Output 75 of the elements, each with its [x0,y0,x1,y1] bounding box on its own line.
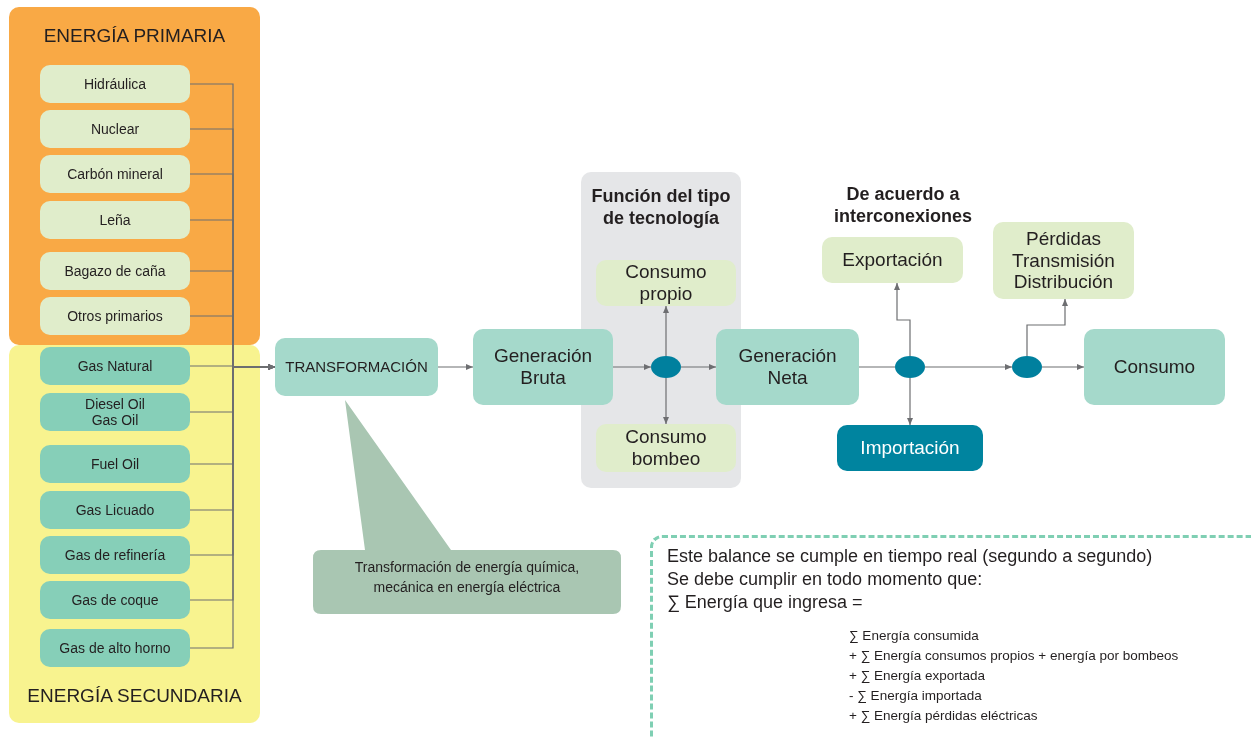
note-text: Este balance se cumple en tiempo real (segundo a segundo) [667,546,1153,567]
source-box [40,491,190,529]
process-box [716,329,859,405]
note-text: + ∑ Energía pérdidas eléctricas [849,708,1038,723]
node-label: TRANSFORMACIÓN [284,358,429,376]
node-label: Pérdidas Transmisión Distribución [1011,227,1116,294]
junction-ellipse [651,356,681,378]
node-label: Diesel Oil Gas Oil [84,395,146,429]
source-box [40,536,190,574]
process-box [993,222,1134,299]
node-label: Gas Licuado [74,501,156,519]
node-label: Hidráulica [82,75,148,93]
arrow [663,305,669,357]
note-box [650,535,1251,738]
arrow [680,364,717,370]
group-title: Función del tipo de tecnología [590,186,732,230]
group-panel [9,345,260,723]
source-box [40,65,190,103]
note-text: + ∑ Energía exportada [849,668,986,683]
node-label: Bagazo de caña [63,262,167,280]
node-label: Gas de alto horno [58,639,172,657]
arrow [612,364,652,370]
source-box [40,445,190,483]
process-box [473,329,613,405]
source-box [40,110,190,148]
node-label: Leña [98,211,132,229]
note-text: Se debe cumplir en todo momento que: [667,569,983,590]
source-box [40,297,190,335]
source-box [40,347,190,385]
process-box [1084,329,1225,405]
group-title: ENERGÍA SECUNDARIA [26,685,243,707]
node-label: Otros primarios [66,307,164,325]
source-box [40,581,190,619]
callout-bubble [313,398,621,614]
process-box [837,425,983,471]
node-label: Gas de coque [70,591,160,609]
arrow [907,377,913,426]
node-label: Gas de refinería [63,546,167,564]
process-box [596,260,736,306]
arrow [437,364,474,370]
connector-line [858,366,896,368]
arrow [1041,364,1085,370]
process-box [596,424,736,472]
arrow [663,377,669,425]
node-label: Carbón mineral [66,165,164,183]
note-text: + ∑ Energía consumos propios + energía por bombeos [849,648,1179,663]
node-label: Transformación de energía química, mecánica en energía eléctrica [353,558,581,597]
node-label: Generación Neta [737,345,838,389]
source-box [40,201,190,239]
source-box [40,155,190,193]
arrow [894,282,911,357]
process-box [275,338,438,396]
node-label: Exportación [841,249,944,271]
source-box [40,252,190,290]
note-text: - ∑ Energía importada [849,688,982,703]
node-label: Gas Natural [76,357,154,375]
note-text: ∑ Energía consumida [849,628,979,643]
node-label: Generación Bruta [492,345,594,389]
arrow [924,364,1013,370]
node-label: Consumo [1112,356,1197,378]
arrow [1026,298,1068,357]
process-box [822,237,963,283]
node-label: Consumo propio [624,261,708,305]
source-box [40,393,190,431]
group-title: ENERGÍA PRIMARIA [42,25,227,47]
section-heading: De acuerdo a interconexiones [832,184,973,228]
node-label: Importación [860,437,960,459]
note-text: ∑ Energía que ingresa = [667,592,863,613]
node-label: Nuclear [89,120,141,138]
junction-ellipse [1012,356,1042,378]
source-box [40,629,190,667]
node-label: Consumo bombeo [624,426,708,470]
group-panel [9,7,260,345]
node-label: Fuel Oil [89,455,141,473]
junction-ellipse [895,356,925,378]
